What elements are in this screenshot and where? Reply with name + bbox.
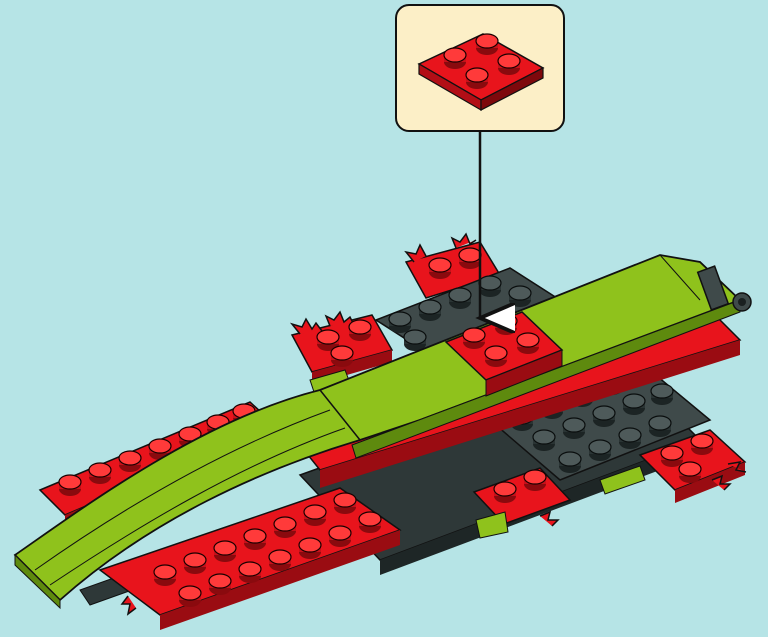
red-2x2-plate-icon [417, 33, 545, 112]
green-body [13, 254, 742, 610]
red-wing-lower [98, 487, 402, 630]
claw-plate-lower-middle [472, 467, 572, 539]
part-callout-box [395, 4, 565, 132]
nose-connector [696, 265, 752, 312]
placed-2x2-plate [444, 311, 564, 397]
claw-plate-right [599, 429, 747, 503]
